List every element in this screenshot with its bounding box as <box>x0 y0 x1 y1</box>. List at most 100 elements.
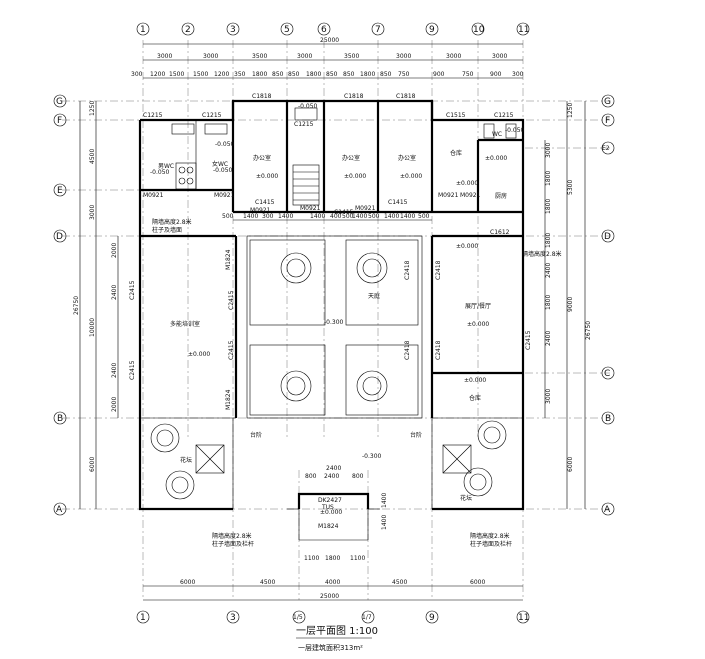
dim-text: 850 <box>288 71 300 78</box>
dim-text: 850 <box>272 71 284 78</box>
opening-code: M1824 <box>225 389 232 410</box>
opening-codes: C1215 C1215 C1215 C1818 C1818 C1818 C151… <box>129 93 532 530</box>
opening-code: C1215 <box>494 112 514 119</box>
dim-text: 2400 <box>326 465 341 472</box>
opening-code: C1215 <box>294 121 314 128</box>
opening-code: DK2427 <box>318 497 342 504</box>
walls <box>138 99 525 541</box>
axis-label: 1/5 <box>293 614 303 621</box>
bottom-dimensions: 6000 4500 4000 4500 6000 25000 <box>143 579 523 601</box>
opening-code: C2415 <box>228 290 235 310</box>
dim-text: 350 <box>234 71 246 78</box>
axis-label: 9 <box>429 613 435 623</box>
dim-text: 1800 <box>360 71 375 78</box>
axis-label: E2 <box>602 145 610 152</box>
opening-code: C2418 <box>404 260 411 280</box>
right-dimensions: 26750 1250 5300 9000 6000 3000 1800 1800… <box>544 101 592 509</box>
dim-text: 1800 <box>306 71 321 78</box>
note-text: 隔墙高度2.8米 <box>212 532 252 540</box>
mid-dimensions: 500 1400 300 1400 1400 400 500 1400 500 … <box>222 213 432 221</box>
opening-code: C2415 <box>129 360 136 380</box>
dim-text: 2400 <box>111 285 118 300</box>
room-labels: 男WC 女WC 办公室 办公室 办公室 仓库 厨房 多能培训室 展厅/餐厅 仓库… <box>158 131 507 402</box>
dim-text: 1500 <box>169 71 184 78</box>
note-text: 台阶 <box>410 431 422 439</box>
note-text: 花坛 <box>180 456 192 464</box>
dim-text: 1400 <box>381 515 388 530</box>
dim-text: 800 <box>305 473 317 480</box>
porch-dimensions: 800 2400 800 2400 1400 1400 1100 1800 11… <box>304 465 388 562</box>
note-text: 隔墙高度2.8米 <box>470 532 510 540</box>
dim-text: 900 <box>433 71 445 78</box>
level-text: -0.300 <box>324 319 344 326</box>
dim-text: 1250 <box>89 101 96 116</box>
axis-label: D <box>56 232 63 242</box>
dim-text: 6000 <box>89 457 96 472</box>
opening-code: C1415 <box>388 199 408 206</box>
dim-text: 4500 <box>260 579 275 586</box>
level-text: ±0.000 <box>188 351 210 358</box>
dim-text: 25000 <box>320 593 339 600</box>
level-text: ±0.000 <box>320 509 342 516</box>
drawing-subtitle: 一层建筑面积313m² <box>298 643 363 652</box>
opening-code: C2418 <box>404 340 411 360</box>
level-text: -0.050 <box>505 127 525 134</box>
level-text: ±0.000 <box>456 243 478 250</box>
dim-text: 3000 <box>545 143 552 158</box>
axis-label: A <box>604 505 611 515</box>
left-dimensions: 26750 1250 4500 3000 10000 6000 2000 240… <box>73 101 119 509</box>
room-label: WC <box>492 131 502 138</box>
opening-code: C2418 <box>435 260 442 280</box>
note-text: 柱子及墙面 <box>152 226 182 234</box>
dim-text: 3500 <box>344 53 359 60</box>
axis-label: F <box>605 116 610 126</box>
top-axis-markers: 1 2 3 5 6 7 9 10 11 <box>136 22 529 36</box>
axis-label: 11 <box>518 25 529 35</box>
opening-code: C1818 <box>396 93 416 100</box>
room-label: 办公室 <box>253 154 271 162</box>
dim-text: 300 <box>131 71 143 78</box>
level-text: -0.050 <box>213 167 233 174</box>
dim-text: 3000 <box>157 53 172 60</box>
note-text: 柱子墙面及栏杆 <box>470 540 512 548</box>
opening-code: C2415 <box>228 340 235 360</box>
dim-text: 1400 <box>381 493 388 508</box>
flower-beds <box>195 444 472 474</box>
room-label: 仓库 <box>450 149 462 157</box>
dim-text: 3000 <box>446 53 461 60</box>
room-label: 展厅/餐厅 <box>465 302 491 310</box>
room-label: 办公室 <box>342 154 360 162</box>
note-text: 台阶 <box>250 431 262 439</box>
dim-text: 6000 <box>470 579 485 586</box>
dim-text: 300 <box>262 213 274 220</box>
opening-code: C2415 <box>129 280 136 300</box>
toilet-fixtures <box>171 123 517 190</box>
room-label: 厨房 <box>495 192 507 200</box>
dim-text: 4000 <box>325 579 340 586</box>
dim-text: 1250 <box>567 103 574 118</box>
note-text: 花坛 <box>460 494 472 502</box>
dim-text: 1400 <box>352 213 367 220</box>
dim-text: 1100 <box>350 555 365 562</box>
level-text: ±0.000 <box>467 321 489 328</box>
dim-text: 850 <box>380 71 392 78</box>
dim-text: 1400 <box>243 213 258 220</box>
dim-text: 4500 <box>89 149 96 164</box>
dim-text: 750 <box>398 71 410 78</box>
opening-code: M0921 <box>250 207 271 214</box>
right-axis-markers: G F E2 D C B A <box>601 94 615 516</box>
dim-text: 1800 <box>545 171 552 186</box>
dim-text: 26750 <box>585 321 592 340</box>
axis-label: 5 <box>284 25 290 35</box>
axis-label: 1 <box>140 613 146 623</box>
level-text: -0.050 <box>298 103 318 110</box>
dim-text: 500 <box>222 213 234 220</box>
axis-label: G <box>56 97 63 107</box>
axis-label: 7 <box>375 25 381 35</box>
level-text: -0.050 <box>150 169 170 176</box>
axis-label: A <box>56 505 63 515</box>
axis-label: G <box>604 97 611 107</box>
dim-text: 750 <box>462 71 474 78</box>
dim-text: 1400 <box>310 213 325 220</box>
